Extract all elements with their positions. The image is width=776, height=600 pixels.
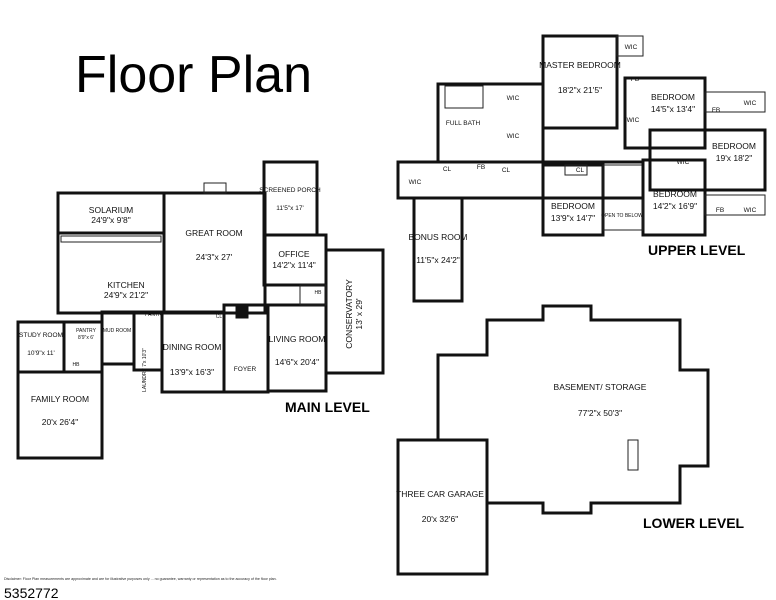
room-dims-kitchen: 24'9"x 21'2" — [104, 290, 148, 300]
room-dims-family-room: 20'x 26'4" — [42, 417, 79, 427]
room-label-bonus-room: BONUS ROOM — [408, 232, 467, 242]
room-dims-bedroom-2: 14'5"x 13'4" — [651, 104, 695, 114]
room-label-study-room: STUDY ROOM — [19, 332, 63, 339]
room-label-bedroom-4: BEDROOM — [653, 189, 697, 199]
room-dims-basement: 77'2"x 50'3" — [578, 408, 622, 418]
main-level-plan — [16, 160, 385, 460]
room-label-bedroom-3: BEDROOM — [712, 141, 756, 151]
label-cl-3: CL — [576, 167, 585, 174]
heading-upper-level: UPPER LEVEL — [648, 242, 746, 258]
label-mud-room: MUD ROOM — [103, 328, 131, 334]
upper-level-plan — [396, 34, 767, 303]
label-laundry: LAUNDRY 7'x 10'3" — [142, 348, 148, 392]
label-cl-2: CL — [502, 167, 511, 174]
room-label-living-room: LIVING ROOM — [269, 334, 326, 344]
room-dims-master-bedroom: 18'2"x 21'5" — [558, 85, 602, 95]
label-hb-study: HB — [73, 362, 81, 368]
heading-lower-level: LOWER LEVEL — [643, 515, 745, 531]
room-dims-office: 14'2"x 11'4" — [272, 260, 316, 270]
label-fb-4: FB — [477, 164, 485, 171]
room-dims-great-room: 24'3"x 27' — [196, 252, 233, 262]
room-dims-conservatory: 13' x 29' — [354, 298, 364, 330]
room-label-garage: THREE CAR GARAGE — [396, 489, 484, 499]
label-fb-2: FB — [712, 107, 720, 114]
label-foyer: FOYER — [234, 366, 257, 373]
room-label-bedroom-5: BEDROOM — [551, 201, 595, 211]
room-dims-study-room: 10'9"x 11' — [27, 350, 54, 357]
label-wic-4: WIC — [627, 117, 640, 124]
room-dims-living-room: 14'6"x 20'4" — [275, 357, 319, 367]
room-dims-solarium: 24'9"x 9'8" — [91, 215, 131, 225]
room-dims-garage: 20'x 32'6" — [422, 514, 459, 524]
room-dims-bedroom-4: 14'2"x 16'9" — [653, 201, 697, 211]
label-wic-6: WIC — [677, 159, 690, 166]
room-label-pantry: PANTRY — [76, 328, 96, 334]
label-wic-7: WIC — [744, 207, 757, 214]
label-wic-5: WIC — [744, 100, 757, 107]
room-label-office: OFFICE — [278, 249, 309, 259]
room-label-bedroom-2: BEDROOM — [651, 92, 695, 102]
page-title: Floor Plan — [75, 46, 312, 104]
room-label-great-room: GREAT ROOM — [185, 228, 242, 238]
label-cl-1: CL — [443, 166, 452, 173]
room-dims-pantry: 8'9"x 6' — [78, 335, 94, 341]
room-dims-screened-porch: 11'5"x 17' — [276, 205, 303, 212]
label-wic-1: WIC — [507, 95, 520, 102]
listing-number: 5352772 — [4, 585, 59, 600]
room-dims-bedroom-5: 13'9"x 14'7" — [551, 213, 595, 223]
room-label-dining-room: DINING ROOM — [163, 342, 222, 352]
disclaimer-text: Disclaimer: Floor Plan measurements are … — [4, 577, 277, 581]
room-label-solarium: SOLARIUM — [89, 205, 133, 215]
room-label-master-bedroom: MASTER BEDROOM — [539, 60, 621, 70]
room-dims-bonus-room: 11'5"x 24'2" — [416, 255, 460, 265]
room-label-family-room: FAMILY ROOM — [31, 394, 89, 404]
label-wic-3: WIC — [625, 44, 638, 51]
lower-level-plan — [396, 304, 710, 576]
room-dims-bedroom-3: 19'x 18'2" — [716, 153, 753, 163]
room-label-screened-porch: SCREENED PORCH — [259, 187, 321, 194]
label-open-to-below: OPEN TO BELOW — [601, 213, 643, 219]
label-fb-1: FB — [631, 76, 639, 83]
label-wic-8: WIC — [409, 179, 422, 186]
label-wic-2: WIC — [507, 133, 520, 140]
heading-main-level: MAIN LEVEL — [285, 399, 370, 415]
label-cl-main: CL — [216, 314, 223, 320]
room-dims-dining-room: 13'9"x 16'3" — [170, 367, 214, 377]
room-label-basement: BASEMENT/ STORAGE — [554, 382, 647, 392]
label-hb-office: HB — [315, 290, 323, 296]
label-fb-3: FB — [716, 207, 724, 214]
label-full-bath: FULL BATH — [446, 120, 481, 127]
room-label-kitchen: KITCHEN — [107, 280, 144, 290]
room-label-conservatory: CONSERVATORY — [344, 279, 354, 349]
label-pantry-small: PANTRY — [145, 312, 165, 318]
